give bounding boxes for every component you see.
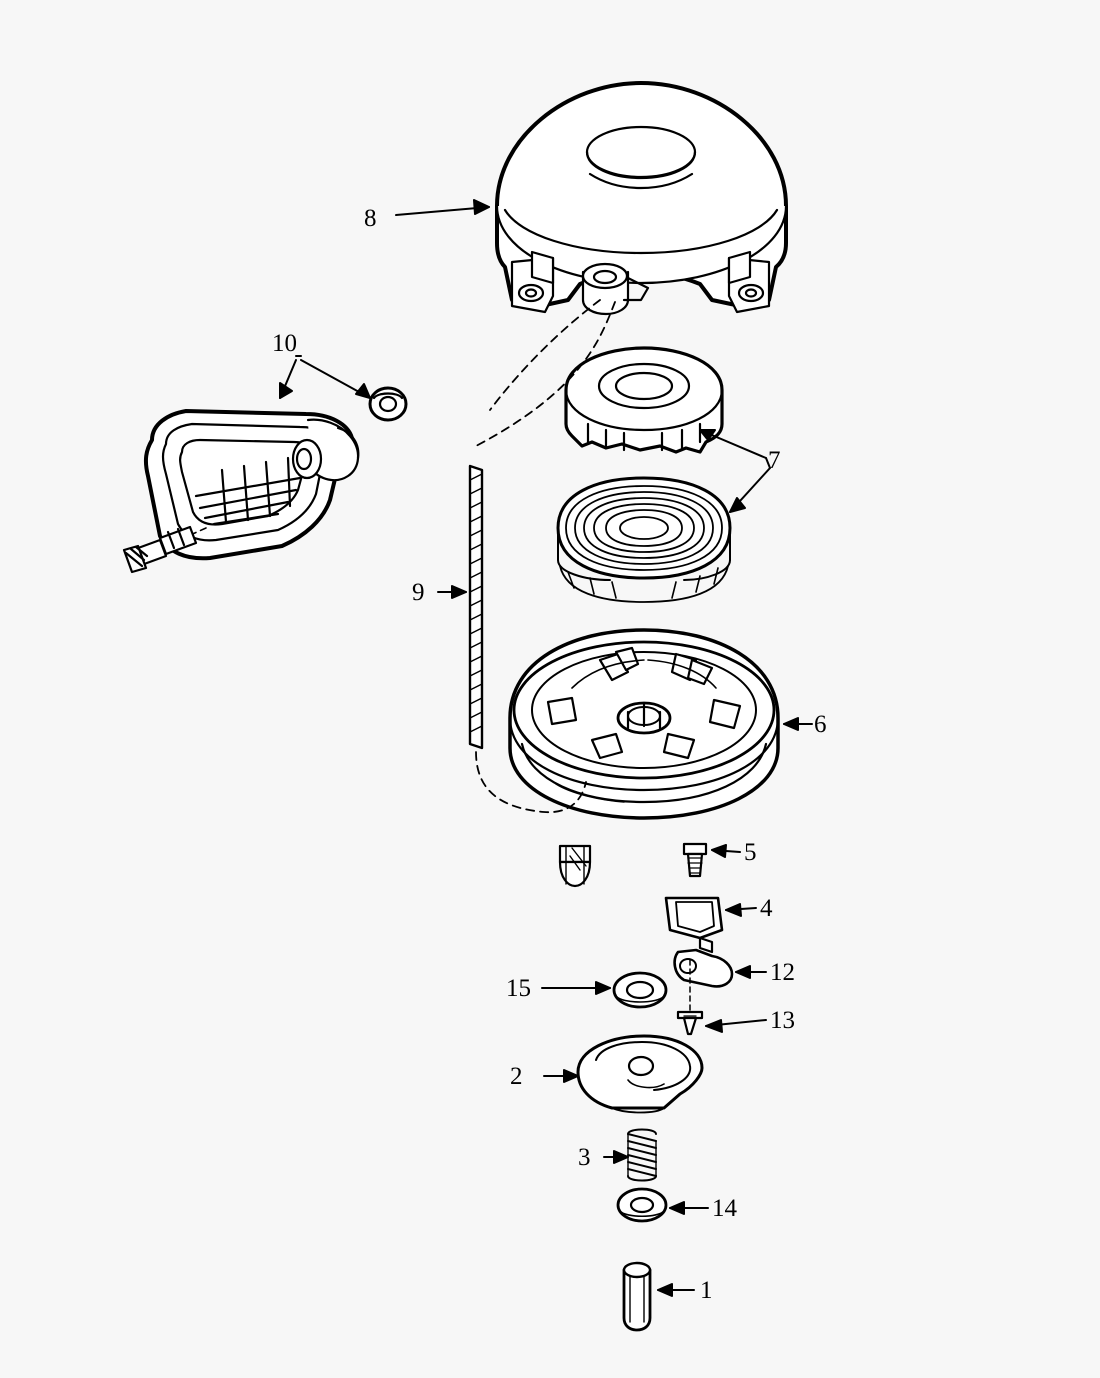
callout-8: 8 — [364, 205, 377, 232]
callout-4: 4 — [760, 895, 773, 922]
part-housing — [495, 81, 788, 316]
part-pawl-4 — [664, 896, 724, 954]
callout-5: 5 — [744, 839, 757, 866]
callout-13: 13 — [770, 1007, 795, 1034]
part-screw-5 — [682, 842, 708, 878]
part-spring-3 — [627, 1128, 657, 1182]
part-rope — [468, 464, 484, 750]
rope-routing-dashed — [475, 299, 616, 813]
leader-lines — [279, 199, 813, 1297]
part-hub-screw — [558, 844, 592, 888]
part-pin-1 — [622, 1261, 652, 1332]
part-grommet — [368, 386, 408, 422]
callout-7: 7 — [768, 447, 781, 474]
part-handle — [122, 409, 360, 574]
callout-9: 9 — [412, 579, 425, 606]
part-pulley — [508, 628, 780, 820]
part-spring-retainer — [564, 346, 724, 454]
part-link-12 — [673, 948, 734, 988]
part-cam-2 — [576, 1034, 704, 1114]
part-washer-15 — [612, 971, 668, 1009]
callout-3: 3 — [578, 1144, 591, 1171]
part-recoil-spring — [556, 476, 732, 603]
callout-14: 14 — [712, 1195, 737, 1222]
callout-2: 2 — [510, 1063, 523, 1090]
part-rivet-13 — [676, 959, 704, 1036]
callout-12: 12 — [770, 959, 795, 986]
part-washer-14 — [616, 1187, 668, 1223]
callout-6: 6 — [814, 711, 827, 738]
callout-15: 15 — [506, 975, 531, 1002]
callout-1: 1 — [700, 1277, 713, 1304]
callout-10: 10 — [272, 330, 297, 357]
